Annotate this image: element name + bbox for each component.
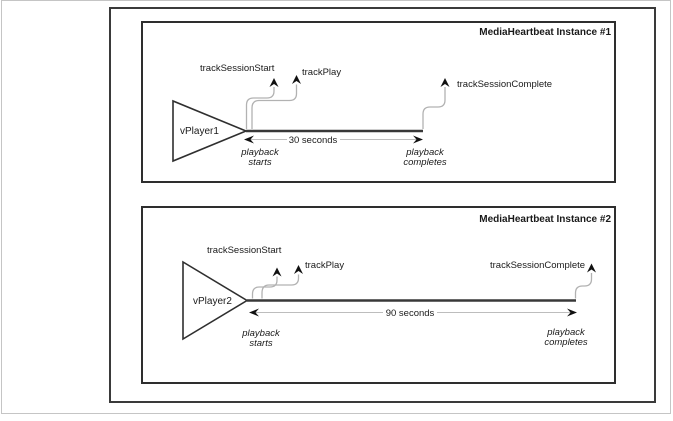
session-start-curve [245,87,275,129]
arrowhead-up-icon [440,78,450,87]
duration-arrow: 90 seconds [249,306,577,319]
arrowhead-up-icon [587,263,596,273]
session-start-curve [251,276,278,299]
duration-arrow: 30 seconds [244,133,423,146]
session-complete-curve [574,273,593,299]
playback-completes-line2: completes [403,157,447,168]
playback-starts-line1: playback [240,147,280,158]
event-label-session-start: trackSessionStart [200,63,275,74]
panel-title: MediaHeartbeat Instance #2 [479,214,611,225]
arrowhead-left-icon [244,135,254,144]
panel-1-canvas: MediaHeartbeat Instance #1 vPlayer1 trac… [172,27,611,168]
playback-completes-line1: playback [546,327,586,338]
media-heartbeat-panel-1: MediaHeartbeat Instance #1 vPlayer1 trac… [141,21,616,183]
playback-starts-line2: starts [249,338,272,349]
player-triangle [182,260,249,341]
event-label-play: trackPlay [305,260,344,271]
diagram-outer-box: MediaHeartbeat Instance #1 vPlayer1 trac… [109,7,656,403]
arrowhead-up-icon [272,267,282,277]
arrowhead-left-icon [249,308,259,317]
event-label-session-complete: trackSessionComplete [490,260,585,271]
panel-title: MediaHeartbeat Instance #1 [479,27,611,38]
arrowhead-right-icon [567,308,577,317]
play-curve [251,84,298,129]
arrowhead-up-icon [294,265,303,274]
arrowhead-right-icon [413,135,423,144]
duration-label-bg [287,133,340,146]
arrowhead-up-icon [269,78,279,87]
arrowhead-up-icon [292,75,301,84]
player-triangle [172,99,249,163]
duration-label: 30 seconds [289,135,338,146]
media-heartbeat-panel-2: MediaHeartbeat Instance #2 vPlayer2 trac… [141,206,616,384]
playback-starts-line1: playback [241,328,281,339]
playback-completes-line1: playback [405,147,445,158]
event-label-session-start: trackSessionStart [207,245,282,256]
duration-label-bg [383,306,437,319]
player-label: vPlayer1 [180,126,219,137]
panel-2-canvas: MediaHeartbeat Instance #2 vPlayer2 trac… [182,214,611,349]
play-curve [261,274,300,299]
event-label-play: trackPlay [302,67,341,78]
playback-starts-line2: starts [248,157,271,168]
player-label: vPlayer2 [193,296,232,307]
duration-label: 90 seconds [386,308,435,319]
playback-completes-line2: completes [544,337,588,348]
event-label-session-complete: trackSessionComplete [457,79,552,90]
session-complete-curve [422,87,446,129]
